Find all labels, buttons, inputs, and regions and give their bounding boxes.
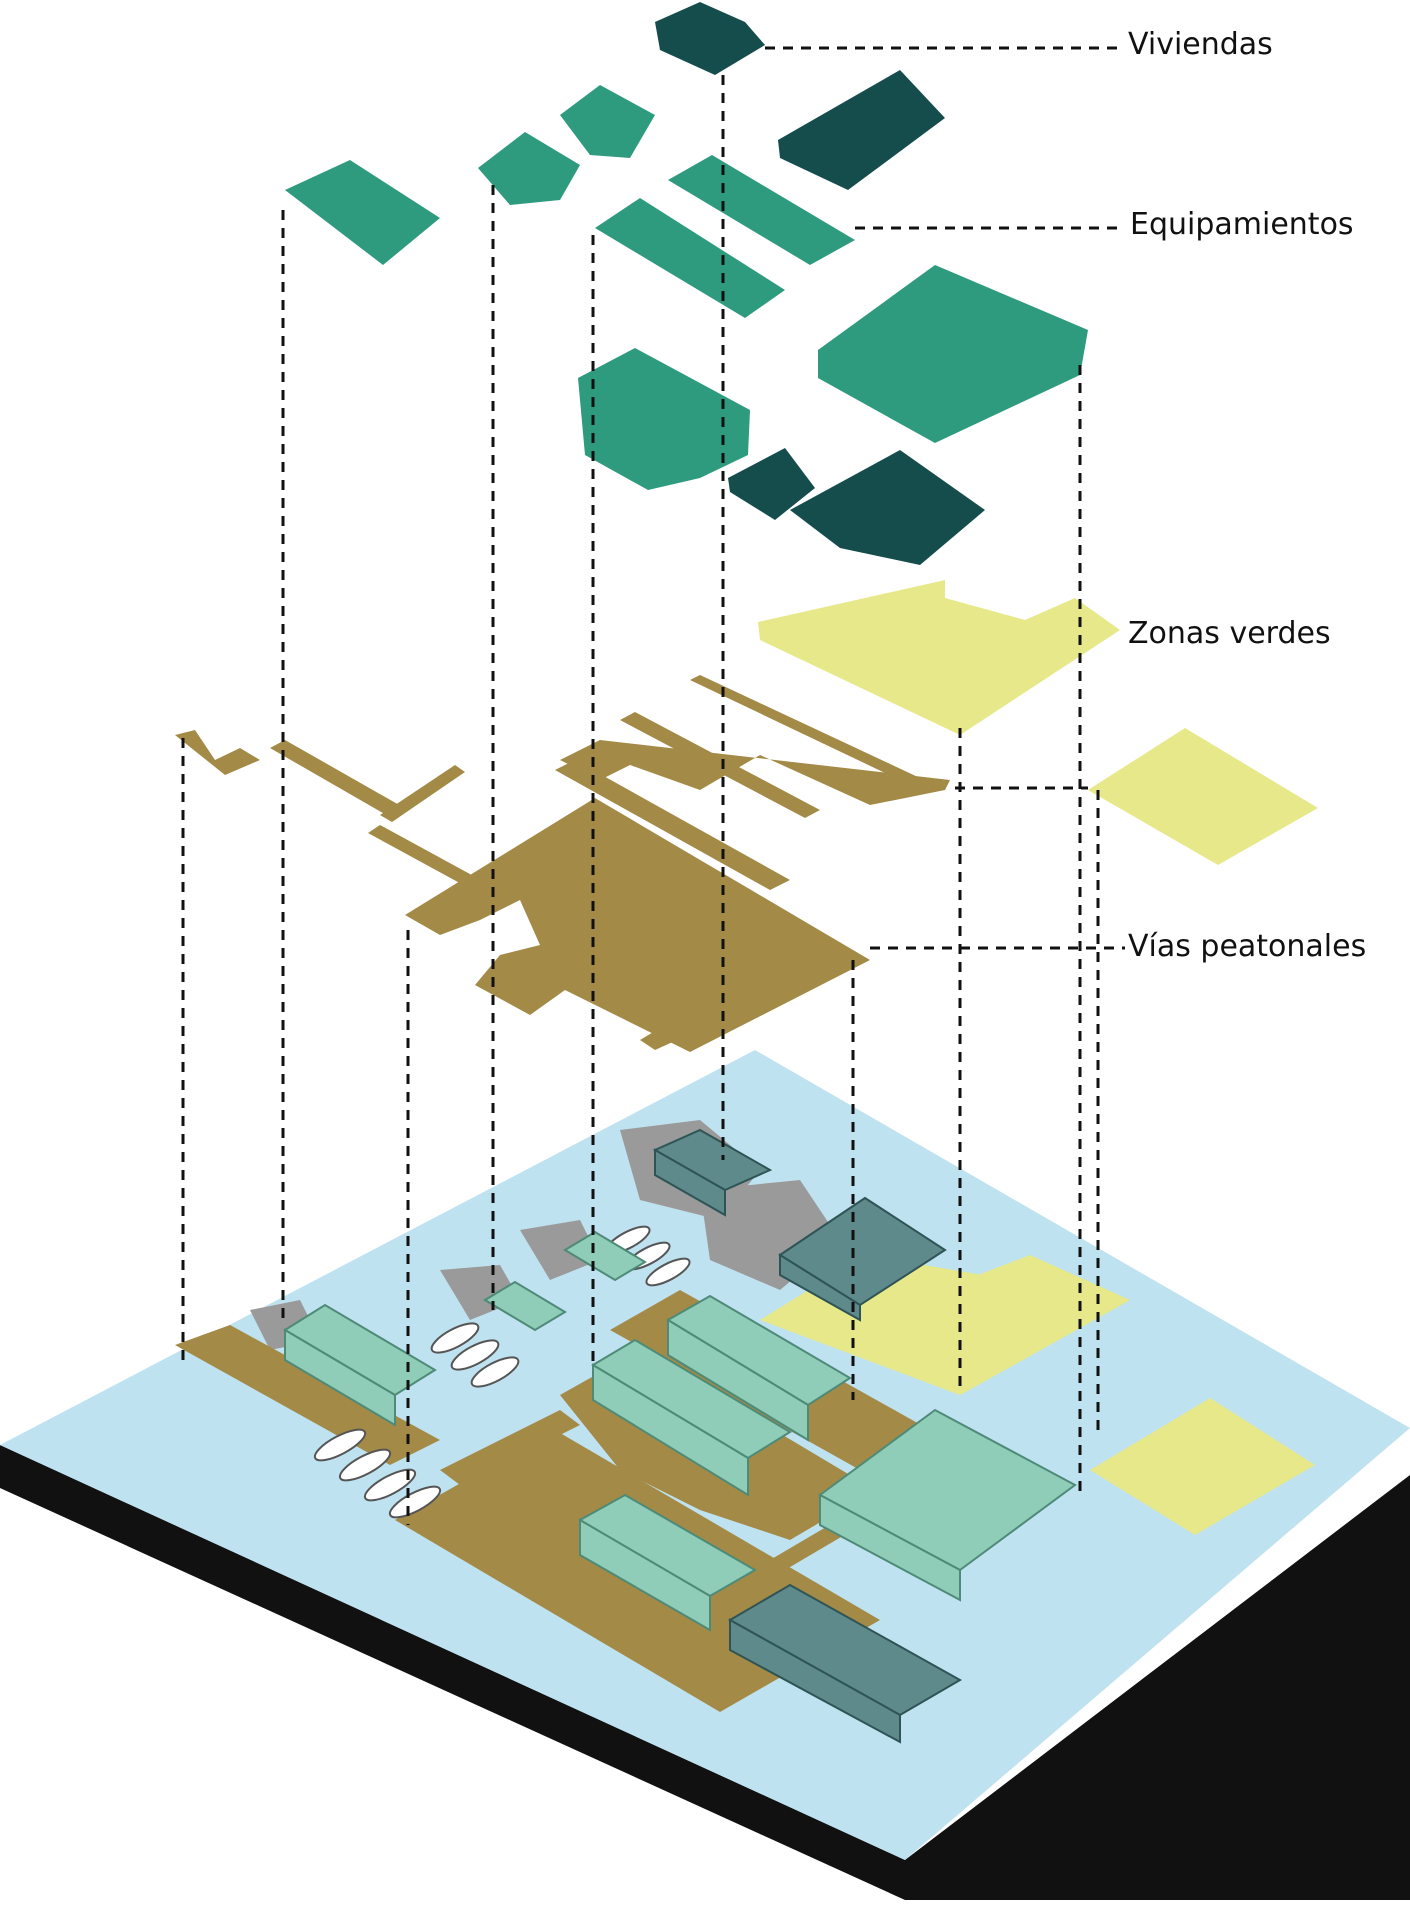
leader-lines: [181, 46, 1125, 1525]
vivienda-top: [655, 2, 765, 75]
vias-link-a: [380, 765, 465, 822]
vias-south-hook: [640, 990, 710, 1050]
label-equipamientos: Equipamientos: [1130, 207, 1354, 242]
shadow: [520, 1220, 600, 1280]
label-viviendas: Viviendas: [1128, 27, 1273, 62]
site-houses: [652, 1128, 963, 1744]
site-equipment-buildings: [283, 1230, 1077, 1632]
equip-hall-b: [668, 155, 855, 265]
vias-north-arm: [560, 740, 950, 805]
vias-main-plaza: [405, 798, 870, 1052]
vias-pier-3: [555, 760, 790, 890]
boat: [470, 1356, 520, 1388]
hall-center-face: [592, 1363, 749, 1497]
equip-pavilion-2: [560, 85, 655, 158]
layer-equipamientos: [285, 85, 1088, 490]
vivienda-south-1: [728, 448, 815, 520]
hall-south-face: [579, 1518, 711, 1632]
site-green-zone-3: [1090, 1398, 1315, 1535]
label-zonas-verdes: Zonas verdes: [1128, 616, 1331, 651]
vivienda-long: [778, 70, 945, 190]
boat: [388, 1485, 442, 1519]
label-vias-peatonales: Vías peatonales: [1128, 929, 1367, 964]
layer-zonas-verdes: [758, 580, 1318, 865]
boats: [313, 1225, 691, 1519]
site-green-zone-2: [860, 1255, 1130, 1395]
boat: [645, 1257, 691, 1287]
vias-link-b: [368, 825, 490, 893]
west-building-face: [284, 1328, 396, 1427]
sports-court-face: [819, 1493, 961, 1602]
site-plan: [175, 1120, 1315, 1744]
equip-west: [285, 160, 440, 265]
base-side: [0, 1445, 1410, 1900]
vias-pier-1: [620, 712, 820, 818]
equip-pavilion-1: [478, 132, 580, 205]
boat: [450, 1339, 500, 1371]
boat: [430, 1322, 480, 1354]
zona-verde-east: [1088, 728, 1318, 865]
equip-hall-a: [595, 198, 785, 318]
small-pavilion-1: [483, 1280, 567, 1332]
sheds-face: [729, 1618, 901, 1744]
boat: [363, 1468, 417, 1502]
equip-sports: [818, 265, 1088, 443]
vias-far-west: [175, 730, 260, 775]
layer-vias-peatonales: [175, 675, 950, 1052]
deck-walk-1: [440, 1410, 580, 1485]
layer-viviendas: [655, 2, 985, 565]
zona-verde-main: [758, 580, 1120, 735]
vias-pier-2: [690, 675, 935, 792]
equip-south-block: [578, 348, 750, 490]
vias-west-arm: [270, 740, 408, 820]
deck-west: [175, 1325, 440, 1465]
vivienda-south-2: [790, 450, 985, 565]
hall-north-face: [667, 1318, 809, 1442]
boat: [338, 1448, 392, 1482]
house-north-face: [654, 1148, 726, 1217]
boat: [313, 1428, 367, 1462]
small-pavilion-2: [563, 1230, 647, 1282]
house-east-face: [779, 1253, 861, 1322]
